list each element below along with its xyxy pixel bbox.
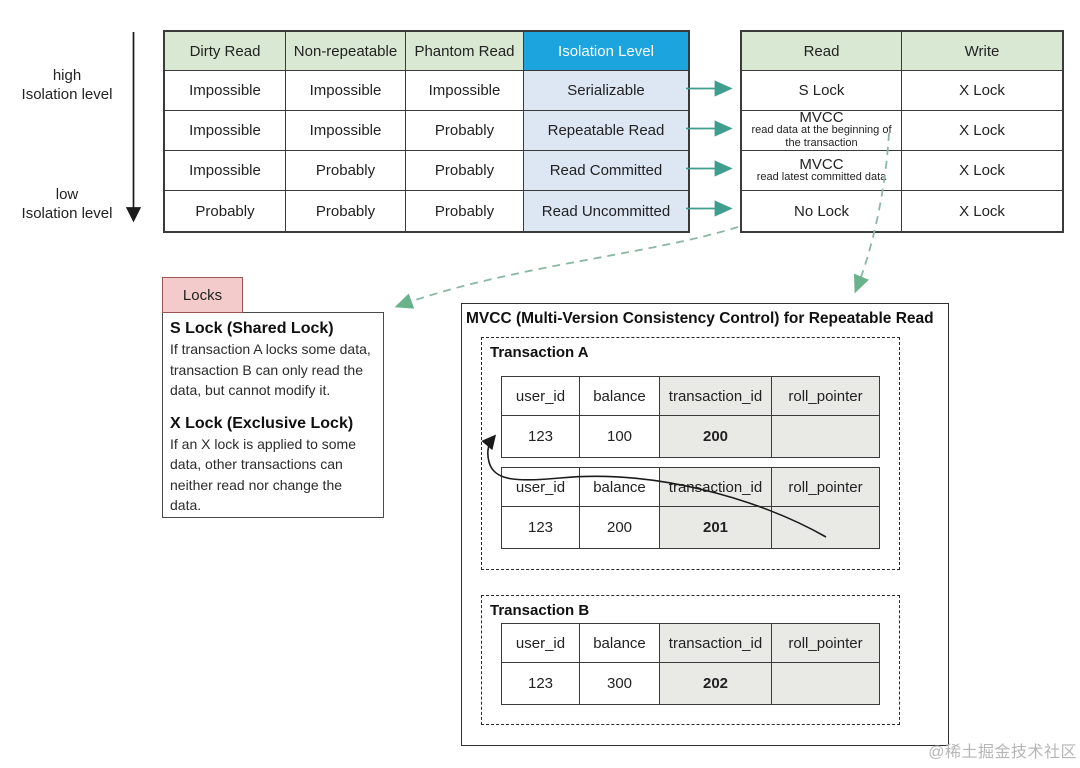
table-cell: Impossible bbox=[406, 71, 524, 111]
user-id-value: 123 bbox=[502, 507, 580, 548]
column-header-balance: balance bbox=[580, 624, 660, 663]
mvcc-description: read latest committed data bbox=[756, 170, 887, 183]
write-lock-cell: X Lock bbox=[902, 71, 1062, 111]
x-lock-title: X Lock (Exclusive Lock) bbox=[170, 414, 354, 432]
balance-value: 300 bbox=[580, 663, 660, 704]
user-id-value: 123 bbox=[502, 663, 580, 704]
isolation-level-read-uncommitted: Read Uncommitted bbox=[524, 191, 688, 231]
transaction-b-box bbox=[481, 595, 900, 725]
high-isolation-line2: Isolation level bbox=[21, 86, 113, 103]
user-id-value: 123 bbox=[502, 416, 580, 457]
column-header-roll-pointer: roll_pointer bbox=[772, 624, 879, 663]
column-header-roll-pointer: roll_pointer bbox=[772, 377, 879, 416]
mvcc-label: MVCC bbox=[799, 111, 844, 126]
read-lock-cell-mvcc: MVCC read data at the beginning of the t… bbox=[742, 111, 902, 151]
column-header-write: Write bbox=[902, 32, 1062, 71]
s-lock-description: If transaction A locks some data, transa… bbox=[170, 341, 371, 398]
low-isolation-label: low Isolation level bbox=[7, 185, 127, 223]
isolation-level-serializable: Serializable bbox=[524, 71, 688, 111]
mvcc-panel-title: MVCC (Multi-Version Consistency Control)… bbox=[466, 310, 934, 327]
column-header-non-repeatable: Non-repeatable bbox=[286, 32, 406, 71]
table-cell: Impossible bbox=[286, 111, 406, 151]
high-isolation-label: high Isolation level bbox=[7, 66, 127, 104]
table-cell: Probably bbox=[165, 191, 286, 231]
low-isolation-line2: Isolation level bbox=[21, 205, 113, 222]
read-lock-cell-mvcc: MVCC read latest committed data bbox=[742, 151, 902, 191]
column-header-isolation-level: Isolation Level bbox=[524, 32, 688, 71]
read-write-lock-table: Read Write S Lock X Lock MVCC read data … bbox=[740, 30, 1064, 233]
column-header-transaction-id: transaction_id bbox=[660, 624, 772, 663]
isolation-level-read-committed: Read Committed bbox=[524, 151, 688, 191]
table-cell: Probably bbox=[286, 151, 406, 191]
column-header-balance: balance bbox=[580, 468, 660, 507]
roll-pointer-value bbox=[772, 663, 879, 704]
read-lock-cell: S Lock bbox=[742, 71, 902, 111]
mvcc-label: MVCC bbox=[799, 155, 844, 173]
balance-value: 100 bbox=[580, 416, 660, 457]
version-table-a2: user_id balance transaction_id roll_poin… bbox=[501, 467, 880, 549]
column-header-balance: balance bbox=[580, 377, 660, 416]
roll-pointer-value bbox=[772, 416, 879, 457]
isolation-level-repeatable-read: Repeatable Read bbox=[524, 111, 688, 151]
balance-value: 200 bbox=[580, 507, 660, 548]
table-cell: Probably bbox=[406, 111, 524, 151]
table-cell: Impossible bbox=[286, 71, 406, 111]
locks-tab: Locks bbox=[162, 277, 243, 313]
column-header-transaction-id: transaction_id bbox=[660, 377, 772, 416]
table-cell: Probably bbox=[286, 191, 406, 231]
watermark: @稀土掘金技术社区 bbox=[928, 744, 1077, 761]
column-header-roll-pointer: roll_pointer bbox=[772, 468, 879, 507]
high-isolation-line1: high bbox=[52, 67, 82, 84]
transaction-id-value: 200 bbox=[660, 416, 772, 457]
column-header-phantom-read: Phantom Read bbox=[406, 32, 524, 71]
isolation-levels-table: Dirty Read Non-repeatable Phantom Read I… bbox=[163, 30, 690, 233]
table-cell: Probably bbox=[406, 191, 524, 231]
column-header-user-id: user_id bbox=[502, 377, 580, 416]
transaction-id-value: 201 bbox=[660, 507, 772, 548]
x-lock-description: If an X lock is applied to some data, ot… bbox=[170, 435, 356, 514]
low-isolation-line1: low bbox=[55, 186, 79, 203]
write-lock-cell: X Lock bbox=[902, 191, 1062, 231]
transaction-b-label: Transaction B bbox=[490, 602, 590, 619]
table-cell: Impossible bbox=[165, 111, 286, 151]
column-header-dirty-read: Dirty Read bbox=[165, 32, 286, 71]
dashed-arrow-to-locks bbox=[394, 226, 739, 309]
table-cell: Impossible bbox=[165, 71, 286, 111]
column-header-transaction-id: transaction_id bbox=[660, 468, 772, 507]
roll-pointer-value bbox=[772, 507, 879, 548]
transaction-a-label: Transaction A bbox=[490, 344, 589, 361]
transaction-a-box bbox=[481, 337, 900, 570]
mvcc-description: read data at the beginning of the transa… bbox=[751, 124, 892, 149]
column-header-user-id: user_id bbox=[502, 468, 580, 507]
write-lock-cell: X Lock bbox=[902, 111, 1062, 151]
table-cell: Probably bbox=[406, 151, 524, 191]
read-lock-cell: No Lock bbox=[742, 191, 902, 231]
write-lock-cell: X Lock bbox=[902, 151, 1062, 191]
locks-explanation-box: S Lock (Shared Lock) If transaction A lo… bbox=[162, 312, 384, 518]
s-lock-title: S Lock (Shared Lock) bbox=[170, 320, 334, 337]
table-cell: Impossible bbox=[165, 151, 286, 191]
transaction-id-value: 202 bbox=[660, 663, 772, 704]
column-header-user-id: user_id bbox=[502, 624, 580, 663]
column-header-read: Read bbox=[742, 32, 902, 71]
version-table-b1: user_id balance transaction_id roll_poin… bbox=[501, 623, 880, 705]
version-table-a1: user_id balance transaction_id roll_poin… bbox=[501, 376, 880, 458]
